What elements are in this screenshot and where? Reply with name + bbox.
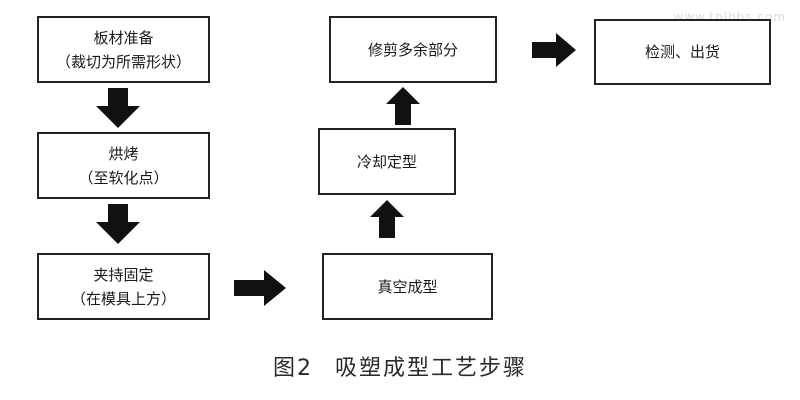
step-trimming: 修剪多余部分 <box>329 16 497 83</box>
arrow-down-icon <box>96 204 140 244</box>
arrow-right-icon <box>532 33 576 67</box>
step-cooling-title: 冷却定型 <box>356 152 417 171</box>
figure-caption: 图2 吸塑成型工艺步骤 <box>0 350 800 382</box>
step-trimming-title: 修剪多余部分 <box>367 40 458 59</box>
arrow-up-icon <box>370 200 404 238</box>
figure-title: 吸塑成型工艺步骤 <box>334 356 527 381</box>
step-sheet-preparation: 板材准备 （裁切为所需形状） <box>37 16 210 83</box>
figure-number: 图2 <box>272 356 313 381</box>
step-baking: 烘烤 （至软化点） <box>37 132 210 199</box>
arrow-right-icon <box>234 270 286 306</box>
step-clamping-note: （在模具上方） <box>70 289 176 308</box>
step-clamping: 夹持固定 （在模具上方） <box>37 253 210 320</box>
step-sheet-preparation-note: （裁切为所需形状） <box>55 52 191 71</box>
step-sheet-preparation-title: 板材准备 <box>93 28 154 47</box>
step-inspection-shipping-title: 检测、出货 <box>644 43 720 61</box>
step-vacuum-forming: 真空成型 <box>322 253 493 320</box>
step-vacuum-forming-title: 真空成型 <box>377 277 438 296</box>
step-clamping-title: 夹持固定 <box>93 265 154 284</box>
arrow-down-icon <box>96 88 140 128</box>
arrow-up-icon <box>386 87 420 125</box>
step-baking-note: （至软化点） <box>78 168 169 187</box>
step-inspection-shipping: 检测、出货 <box>594 19 771 85</box>
step-baking-title: 烘烤 <box>108 144 139 163</box>
step-cooling: 冷却定型 <box>318 128 456 195</box>
